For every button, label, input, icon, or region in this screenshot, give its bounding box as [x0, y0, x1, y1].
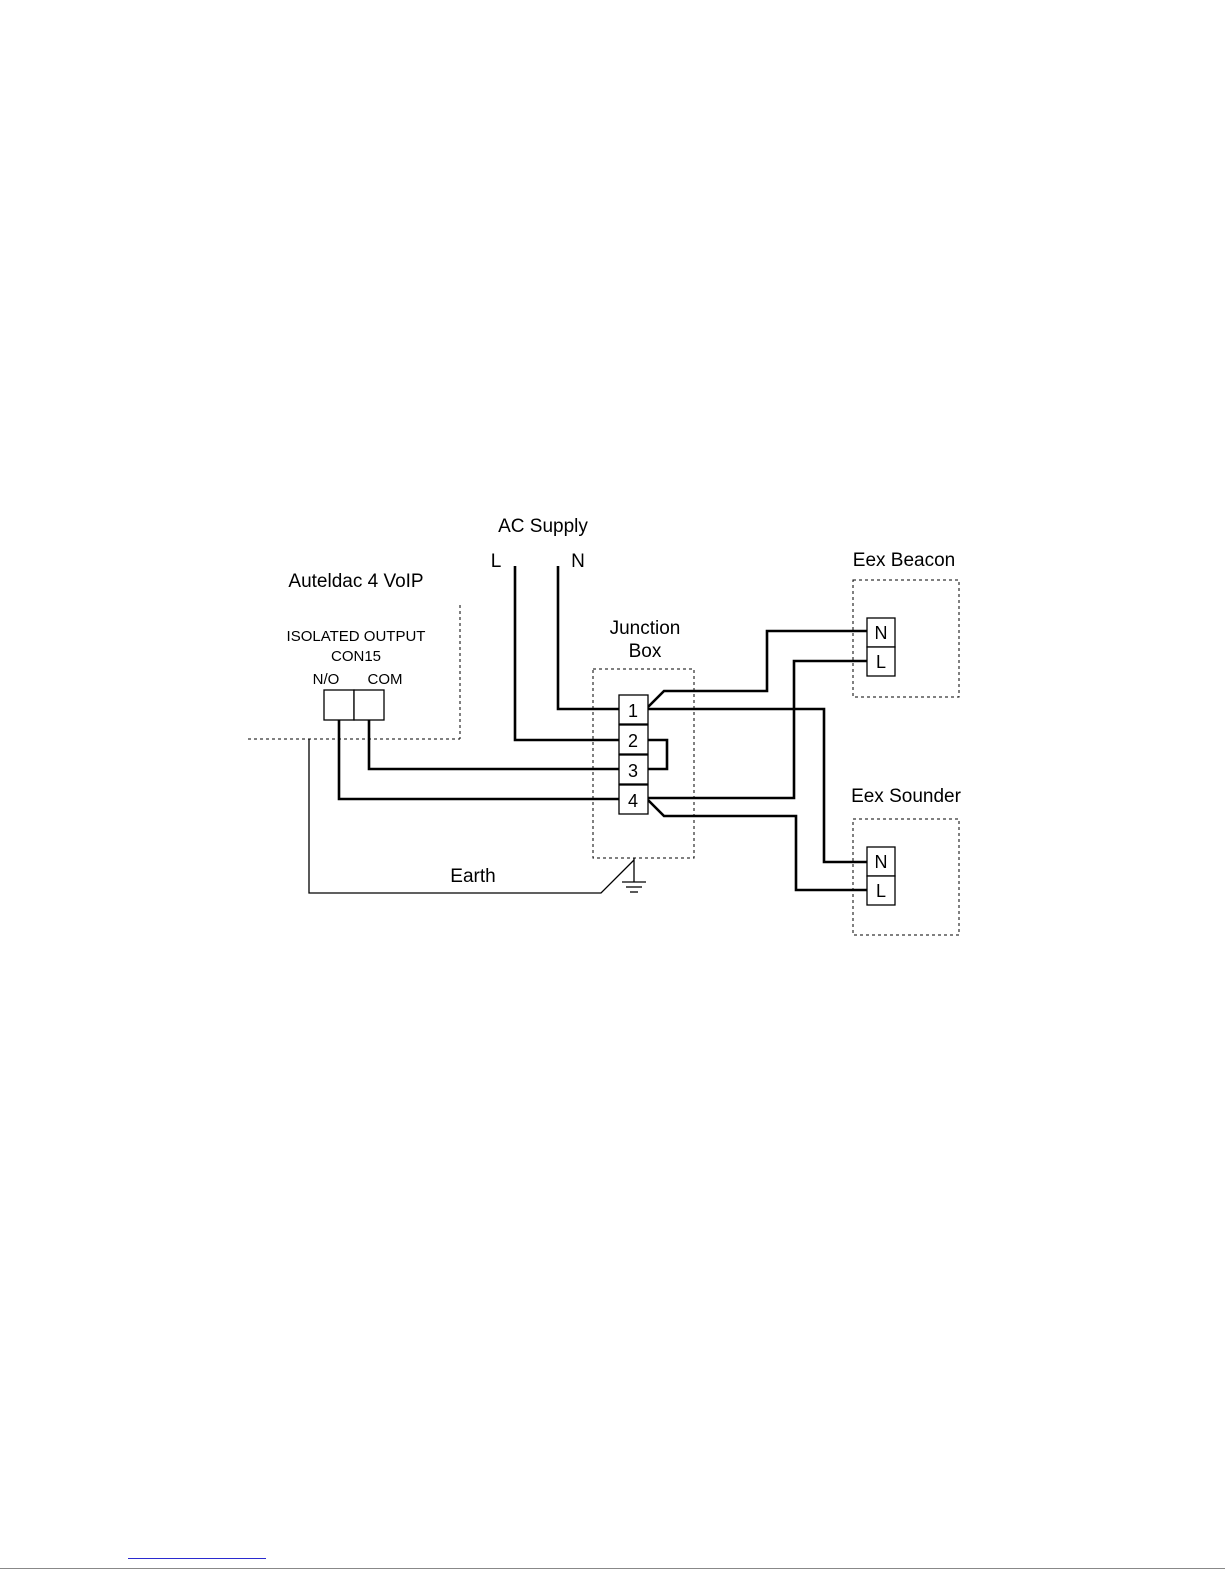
sounder-l-label: L [876, 881, 886, 901]
contact-com-label: COM [368, 671, 403, 688]
earth-label: Earth [450, 866, 495, 887]
con15-no-terminal [324, 690, 354, 720]
ac-supply-label: AC Supply [498, 516, 588, 537]
junction-terminal-1: 1 [619, 695, 648, 724]
footer-divider [0, 1568, 1225, 1569]
isolated-output-label: ISOLATED OUTPUT [287, 628, 426, 645]
wire-com [369, 720, 619, 769]
sounder-title: Eex Sounder [851, 786, 962, 807]
ac-l-label: L [491, 551, 502, 572]
wire-t1-sounder-n [648, 709, 867, 862]
junction-terminal-4: 4 [619, 785, 648, 814]
beacon-terminal-l: L [867, 647, 895, 676]
beacon-terminal-n: N [867, 618, 895, 647]
wire-t4-beacon-l [648, 661, 867, 798]
beacon-l-label: L [876, 652, 886, 672]
sounder-terminal-n: N [867, 847, 895, 876]
beacon-n-label: N [875, 623, 888, 643]
earth-ground-icon [622, 858, 646, 892]
junction-label-line2: Box [629, 641, 662, 662]
terminal-number-1: 1 [628, 701, 638, 721]
connector-label: CON15 [331, 648, 381, 665]
contact-no-label: N/O [313, 671, 340, 688]
wire-no [339, 720, 619, 799]
wires [309, 566, 867, 893]
controller-title: Auteldac 4 VoIP [288, 571, 423, 592]
terminal-number-4: 4 [628, 791, 638, 811]
junction-terminal-2: 2 [619, 725, 648, 754]
terminal-number-3: 3 [628, 761, 638, 781]
beacon-title: Eex Beacon [853, 550, 955, 571]
terminal-number-2: 2 [628, 731, 638, 751]
con15-com-terminal [354, 690, 384, 720]
wire-link-2-3 [647, 740, 667, 769]
wire-t4-sounder-l [648, 800, 867, 890]
sounder-n-label: N [875, 852, 888, 872]
ac-n-label: N [571, 551, 585, 572]
wire-t1-beacon-n [648, 631, 867, 707]
junction-terminal-3: 3 [619, 755, 648, 784]
junction-label-line1: Junction [610, 618, 681, 639]
wire-ac-l [515, 566, 619, 740]
sounder-terminal-l: L [867, 876, 895, 905]
footer-link-underline[interactable] [128, 1558, 266, 1559]
